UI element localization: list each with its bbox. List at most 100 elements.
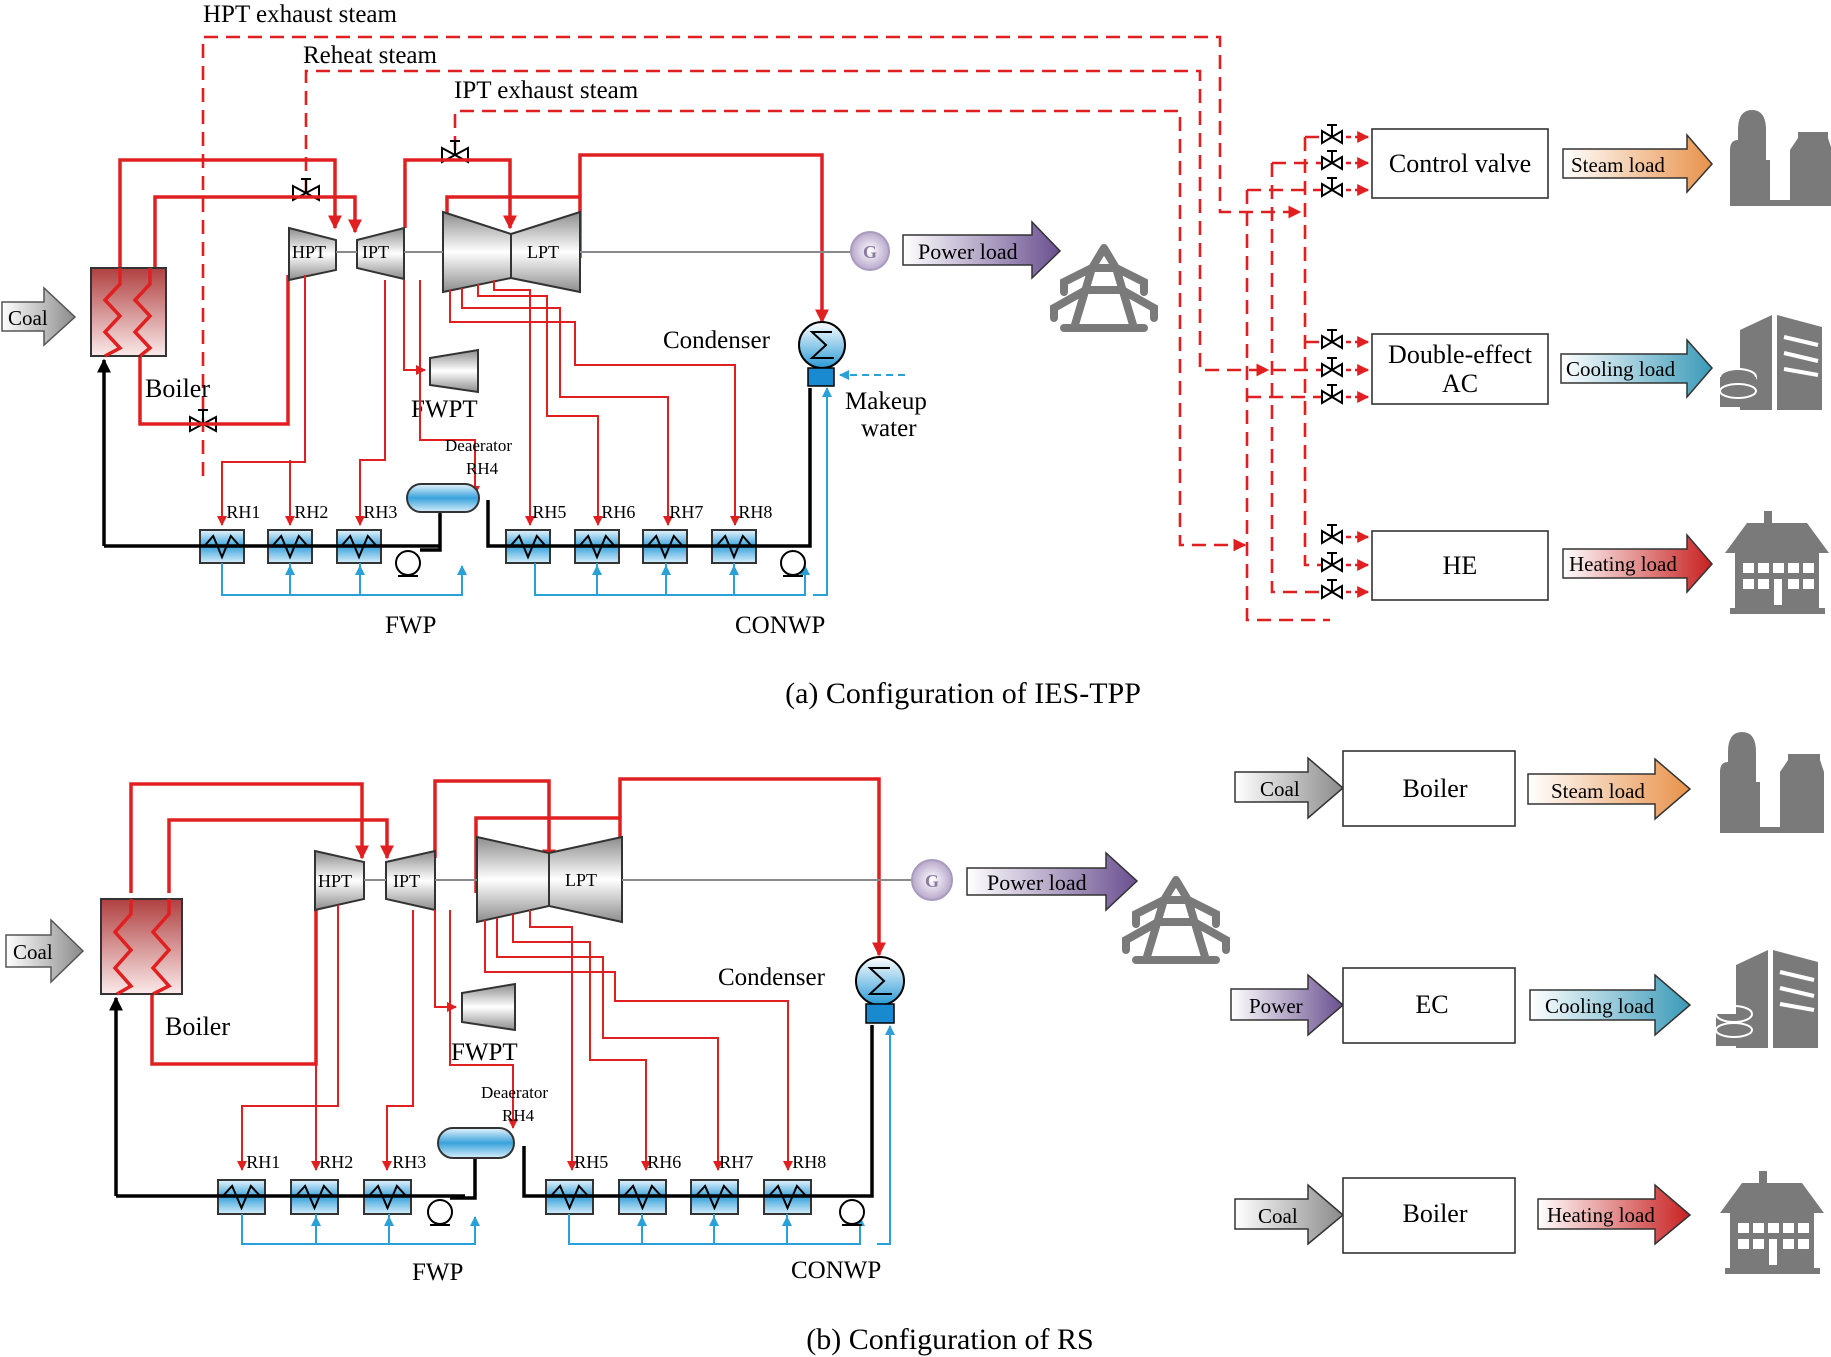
label-ipt-exhaust-steam: IPT exhaust steam: [454, 77, 639, 104]
heating-load-label: Heating load: [1547, 1203, 1655, 1227]
power-load-arrow: Power load: [966, 851, 1139, 912]
deaerator-label: Deaerator: [445, 436, 512, 455]
transmission-tower-icon: [1122, 876, 1230, 964]
boiler-label: Boiler: [145, 374, 210, 403]
valve-icon[interactable]: [1321, 384, 1370, 405]
valve-icon[interactable]: [1321, 552, 1370, 573]
heater-label: RH3: [363, 502, 397, 522]
heater: RH8: [711, 502, 772, 564]
ipt-turbine: IPT: [385, 849, 436, 912]
rh4-label: RH4: [466, 459, 499, 478]
valve-icon[interactable]: [1321, 177, 1370, 198]
valve-icon[interactable]: [441, 140, 469, 164]
heater: RH8: [763, 1152, 826, 1215]
label-reheat-steam: Reheat steam: [303, 42, 438, 69]
coal-arrow: Coal: [5, 918, 85, 984]
factory-icon: [1730, 110, 1831, 206]
valve-icon[interactable]: [1321, 357, 1370, 378]
heater: RH1: [199, 502, 260, 564]
heater-label: RH8: [792, 1152, 826, 1172]
cooling-load-label: Cooling load: [1545, 994, 1655, 1018]
unit-name: Boiler: [1403, 1199, 1468, 1228]
valve-icon[interactable]: [1321, 579, 1370, 600]
unit-name: Double-effect: [1388, 340, 1533, 369]
power-load-arrow: Power load: [902, 220, 1062, 280]
heater: RH5: [545, 1152, 608, 1215]
heater: RH7: [690, 1152, 753, 1215]
generator: G: [911, 859, 953, 901]
lpt-turbine: LPT: [476, 835, 623, 924]
input-label: Power: [1249, 994, 1303, 1018]
fwp-label: FWP: [412, 1259, 463, 1286]
unit-name: Control valve: [1389, 149, 1531, 178]
valve-icon[interactable]: [1321, 124, 1370, 145]
datacenter-icon: [1719, 315, 1822, 410]
fwp-label: FWP: [385, 612, 436, 639]
fwp-pump: [395, 550, 421, 577]
heating-load-label: Heating load: [1569, 552, 1677, 576]
heater-label: RH2: [319, 1152, 353, 1172]
input-label: Coal: [1260, 777, 1300, 801]
conwp-pump: [780, 550, 806, 577]
valve-icon[interactable]: [1321, 329, 1370, 350]
hpt-turbine: HPT: [314, 849, 365, 912]
unit-he: HE: [1371, 530, 1549, 601]
unit-name: HE: [1443, 551, 1478, 580]
heating-load-arrow: Heating load: [1562, 532, 1713, 594]
unit-double-effect-ac: Double-effect AC: [1371, 333, 1549, 405]
valve-icon[interactable]: [1321, 524, 1370, 545]
heater-label: RH5: [532, 502, 566, 522]
condenser: [798, 321, 846, 387]
fwpt-turbine: FWPT: [451, 982, 518, 1066]
makeup-water-label-line2: water: [861, 415, 917, 442]
ipt-label: IPT: [393, 871, 420, 891]
condenser-label: Condenser: [718, 964, 826, 991]
deaerator: Deaerator RH4: [406, 436, 512, 513]
unit-boiler-steam: Coal Boiler Steam load: [1234, 750, 1692, 827]
heater-label: RH1: [246, 1152, 280, 1172]
cooling-load-label: Cooling load: [1566, 357, 1676, 381]
heater: RH3: [363, 1152, 426, 1215]
heater: RH1: [217, 1152, 280, 1215]
coal-label: Coal: [8, 306, 48, 330]
rh4-label: RH4: [502, 1106, 535, 1125]
generator-label: G: [863, 242, 877, 262]
lpt-turbine: LPT: [442, 210, 581, 294]
panel-b-rs: Boiler Coal HPT IPT LPT G Power load: [5, 732, 1824, 1356]
lpt-label: LPT: [565, 870, 597, 890]
hpt-label: HPT: [318, 871, 352, 891]
building-icon: [1720, 1171, 1824, 1274]
unit-control-valve: Control valve: [1371, 128, 1549, 199]
unit-boiler-heating: Coal Boiler Heating load: [1234, 1177, 1692, 1254]
heater: RH2: [290, 1152, 353, 1215]
heater: RH6: [618, 1152, 681, 1215]
unit-name-line2: AC: [1442, 369, 1478, 398]
conwp-label: CONWP: [791, 1257, 881, 1284]
datacenter-icon: [1715, 950, 1818, 1048]
heater: RH5: [505, 502, 566, 564]
steam-load-label: Steam load: [1551, 779, 1645, 803]
deaerator-label: Deaerator: [481, 1083, 548, 1102]
heater: RH7: [642, 502, 703, 564]
caption-panel-b: (b) Configuration of RS: [806, 1323, 1093, 1356]
deaerator: Deaerator RH4: [437, 1083, 548, 1159]
heater-label: RH6: [601, 502, 635, 522]
fwpt-turbine: FWPT: [411, 348, 479, 423]
condenser-label: Condenser: [663, 327, 771, 354]
ipt-label: IPT: [362, 242, 389, 262]
unit-input-valves: [1321, 124, 1370, 600]
generator-label: G: [925, 871, 939, 891]
coal-arrow: Coal: [1, 286, 77, 347]
panel-a-ies-tpp: HPT exhaust steam Reheat steam IPT exhau…: [1, 1, 1831, 710]
heater: RH2: [267, 502, 328, 564]
rs-units: Coal Boiler Steam load Power EC Cooling …: [1230, 750, 1692, 1254]
heater-label: RH2: [294, 502, 328, 522]
heater-label: RH6: [647, 1152, 681, 1172]
fwp-pump: [427, 1199, 453, 1226]
valve-icon[interactable]: [1321, 150, 1370, 171]
conwp-label: CONWP: [735, 612, 825, 639]
boiler: [90, 267, 167, 357]
unit-name: EC: [1415, 990, 1448, 1019]
boiler-label: Boiler: [165, 1012, 230, 1041]
